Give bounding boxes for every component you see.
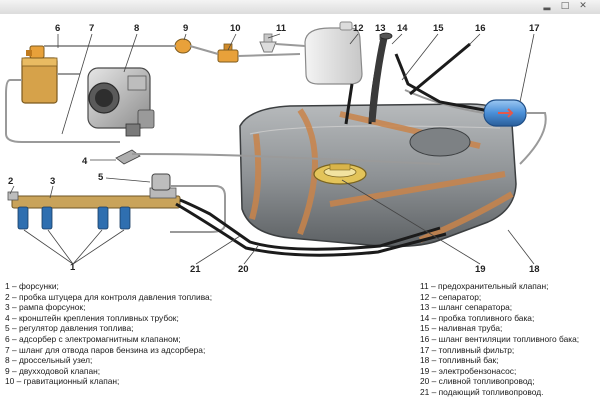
two-way-valve — [174, 38, 192, 54]
callout-15: 15 — [433, 23, 444, 34]
legend-item: 8 – дроссельный узел; — [5, 355, 93, 366]
callout-14: 14 — [397, 23, 408, 34]
callout-13: 13 — [375, 23, 386, 34]
legend-item: 12 – сепаратор; — [420, 291, 482, 302]
callout-3: 3 — [50, 176, 55, 187]
throttle-body — [87, 67, 155, 137]
legend-item: 13 – шланг сепаратора; — [420, 302, 513, 313]
legend-item: 21 – подающий топливопровод. — [420, 386, 544, 397]
adsorber — [21, 45, 58, 104]
fuel-tank — [239, 103, 517, 248]
legend-left-column: 1 – форсунки; 2 – пробка штуцера для кон… — [5, 281, 212, 387]
callout-1: 1 — [70, 262, 76, 273]
callout-17: 17 — [529, 23, 540, 34]
callout-leaders — [9, 33, 535, 265]
gravity-valve — [217, 43, 239, 63]
callout-8: 8 — [134, 23, 139, 34]
electric-fuel-pump — [313, 163, 367, 185]
callout-9: 9 — [183, 23, 188, 34]
legend-item: 1 – форсунки; — [5, 281, 59, 291]
callout-4: 4 — [82, 156, 88, 167]
injectors — [17, 206, 131, 230]
callout-2: 2 — [8, 176, 13, 187]
legend-item: 20 – сливной топливопровод; — [420, 376, 535, 387]
legend-item: 14 – пробка топливного бака; — [420, 312, 535, 323]
legend-item: 19 – электробензонасос; — [420, 365, 517, 376]
legend-item: 16 – шланг вентиляции топливного бака; — [420, 333, 580, 344]
tube-bracket — [115, 149, 141, 165]
minimize-icon[interactable]: ▂ — [543, 1, 551, 11]
legend-item: 7 – шланг для отвода паров бензина из ад… — [5, 344, 206, 355]
callout-12: 12 — [353, 23, 364, 34]
legend-right-column: 11 – предохранительный клапан; 12 – сепа… — [420, 281, 579, 398]
callout-21: 21 — [190, 264, 201, 275]
fuel-system-diagram: 1 2 3 4 5 6 7 8 9 10 11 12 13 14 15 16 1… — [0, 14, 600, 276]
callout-19: 19 — [475, 264, 486, 275]
safety-valve — [259, 33, 277, 53]
legend-item: 2 – пробка штуцера для контроля давления… — [5, 291, 213, 302]
separator — [304, 21, 363, 85]
callout-18: 18 — [529, 264, 540, 275]
legend-item: 15 – наливная труба; — [420, 323, 503, 334]
legend-item: 17 – топливный фильтр; — [420, 344, 515, 355]
callout-5: 5 — [98, 172, 104, 183]
callout-10: 10 — [230, 23, 241, 34]
legend-item: 6 – адсорбер с электромагнитным клапаном… — [5, 333, 181, 344]
legend-item: 18 – топливный бак; — [420, 355, 499, 366]
fuel-filter — [483, 99, 527, 127]
callout-numbers: 1 2 3 4 5 6 7 8 9 10 11 12 13 14 15 16 1… — [8, 23, 540, 275]
pressure-regulator — [151, 173, 171, 191]
legend-item: 4 – кронштейн крепления топливных трубок… — [5, 312, 179, 323]
callout-6: 6 — [55, 23, 60, 34]
legend-item: 9 – двухходовой клапан; — [5, 365, 101, 376]
legend-item: 11 – предохранительный клапан; — [420, 281, 549, 291]
callout-11: 11 — [276, 23, 287, 34]
legend-item: 10 – гравитационный клапан; — [5, 376, 120, 387]
legend-item: 5 – регулятор давления топлива; — [5, 323, 134, 334]
callout-20: 20 — [238, 264, 249, 275]
legend-item: 3 – рампа форсунок; — [5, 302, 86, 313]
callout-16: 16 — [475, 23, 486, 34]
window-title-bar: ▂ □ ✕ — [0, 0, 600, 15]
close-icon[interactable]: ✕ — [579, 1, 587, 11]
callout-7: 7 — [89, 23, 94, 34]
fuel-rail — [7, 187, 181, 209]
maximize-icon[interactable]: □ — [560, 1, 570, 11]
